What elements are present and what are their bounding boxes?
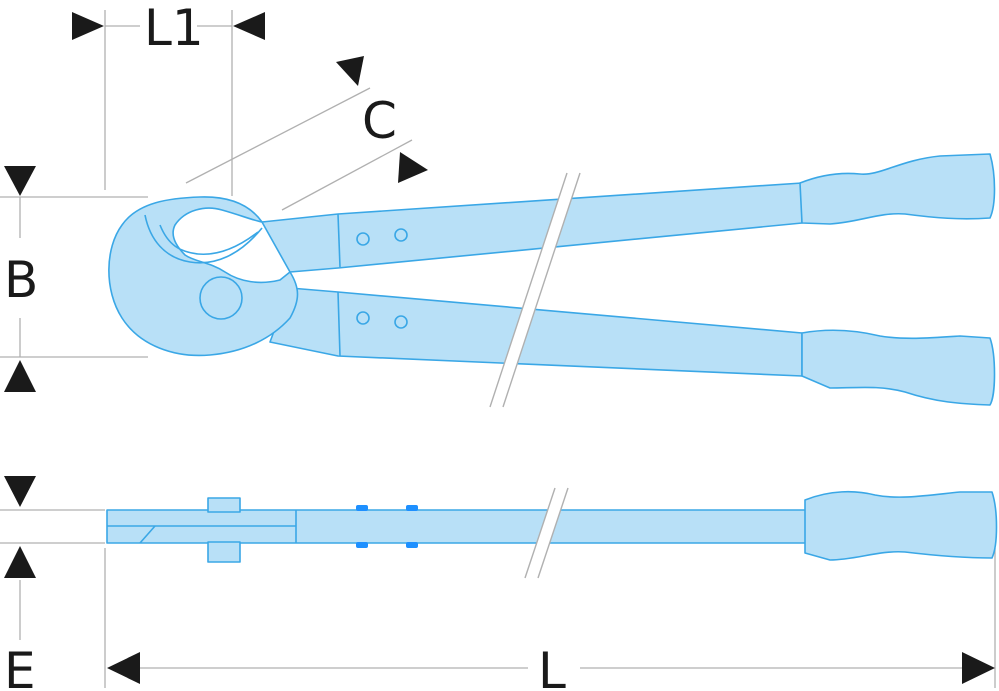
label-l: L	[538, 642, 566, 691]
break-gap-top	[490, 173, 580, 407]
sleeve-join-lower	[337, 291, 341, 357]
label-l1: L1	[144, 0, 204, 57]
blade-curve	[144, 214, 263, 264]
l1-arrow-right	[233, 12, 265, 40]
marker-1-bottom	[356, 542, 368, 548]
rivet-upper-2	[394, 228, 408, 242]
l-arrow-right	[962, 652, 995, 684]
marker-2-top	[406, 505, 418, 511]
b-arrow-bottom	[4, 360, 36, 392]
label-c: C	[362, 92, 397, 150]
side-jaw-bevel	[139, 525, 156, 544]
sleeve-join-upper	[337, 213, 341, 268]
rivet-lower-2	[394, 315, 408, 329]
c-arrow-upper	[336, 56, 364, 86]
arrowheads	[4, 12, 995, 684]
label-b: B	[4, 251, 38, 309]
tool-side-view	[106, 490, 998, 563]
l-arrow-left	[107, 652, 140, 684]
lower-grip	[801, 329, 996, 406]
label-e: E	[4, 642, 36, 691]
side-bolt-nut	[207, 541, 241, 563]
break-line-top-2	[502, 172, 581, 408]
marker-2-bottom	[406, 542, 418, 548]
side-grip	[804, 490, 998, 561]
b-arrow-top	[4, 166, 36, 196]
side-bolt-head	[207, 497, 241, 513]
marker-1-top	[356, 505, 368, 511]
pivot-bolt	[199, 276, 243, 320]
break-line-top-1	[489, 172, 568, 408]
rivet-upper-1	[356, 232, 370, 246]
break-marks-top	[490, 173, 580, 407]
upper-grip	[799, 153, 996, 225]
cutter-head	[108, 196, 299, 357]
rivet-lower-1	[356, 311, 370, 325]
blade-curve-inner	[159, 224, 259, 256]
e-arrow-top	[4, 476, 36, 507]
break-marks-side	[525, 488, 568, 578]
break-lines-top	[489, 172, 581, 408]
c-extension-lower	[281, 139, 413, 211]
break-lines-side	[524, 487, 569, 579]
e-arrow-bottom	[4, 546, 36, 578]
tool-top-view	[108, 153, 996, 406]
c-arrow-lower	[398, 152, 428, 183]
upper-arm	[261, 182, 803, 273]
break-gap-side	[525, 488, 568, 578]
side-rivet-markers	[356, 505, 418, 548]
break-line-side-2	[537, 487, 569, 579]
c-extension-upper	[185, 87, 371, 184]
dimension-lines	[0, 10, 996, 688]
break-line-side-1	[524, 487, 556, 579]
l1-arrow-left	[72, 12, 104, 40]
